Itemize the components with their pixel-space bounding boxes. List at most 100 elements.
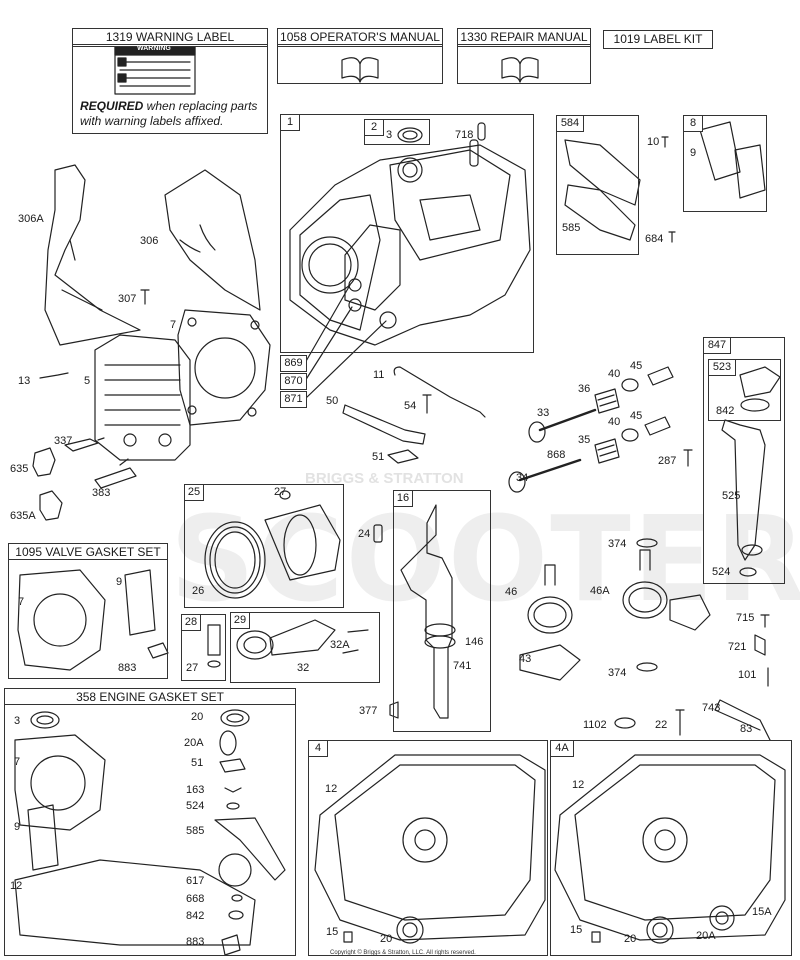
part-label: 9 bbox=[14, 821, 21, 833]
part-label: 668 bbox=[186, 893, 205, 905]
part-label: 374 bbox=[608, 667, 627, 679]
repair-manual-book-icon bbox=[501, 57, 539, 83]
box-number: 29 bbox=[230, 612, 250, 629]
box-number: 871 bbox=[280, 391, 307, 408]
box-number: 28 bbox=[181, 614, 201, 631]
watermark-logo: SCOOTER bbox=[170, 490, 800, 628]
air-deflector-306a bbox=[44, 164, 141, 346]
warning-label-header: 1319 WARNING LABEL bbox=[72, 28, 268, 47]
part-label: 306A bbox=[18, 213, 44, 225]
part-label: 743 bbox=[702, 702, 721, 714]
part-label: 883 bbox=[118, 662, 137, 674]
part-label: 20A bbox=[696, 930, 716, 942]
valve-train bbox=[508, 366, 693, 493]
part-label: 715 bbox=[736, 612, 755, 624]
part-label: 585 bbox=[562, 222, 581, 234]
part-label: 842 bbox=[716, 405, 735, 417]
connecting-rod-32 bbox=[236, 619, 369, 660]
box-number: 1 bbox=[280, 114, 300, 131]
part-label: 26 bbox=[192, 585, 205, 597]
part-label: 741 bbox=[453, 660, 472, 672]
label-kit-header: 1019 LABEL KIT bbox=[603, 30, 713, 49]
piston-assembly bbox=[204, 490, 341, 599]
watermark-brand: BRIGGS & STRATTON bbox=[305, 470, 464, 487]
part-label: 27 bbox=[186, 662, 199, 674]
operators-manual-header: 1058 OPERATOR'S MANUAL bbox=[277, 28, 443, 47]
part-label: 46 bbox=[505, 586, 518, 598]
head-gasket-7 bbox=[177, 309, 271, 426]
part-label: 35 bbox=[578, 434, 591, 446]
part-label: 684 bbox=[645, 233, 664, 245]
sump-4a-group bbox=[550, 740, 792, 956]
box-number: 869 bbox=[280, 355, 307, 372]
crankshaft-16-group bbox=[393, 490, 491, 732]
part-label: 43 bbox=[519, 653, 532, 665]
crankshaft-16 bbox=[389, 504, 456, 719]
part-label: 383 bbox=[92, 487, 111, 499]
cylinder-block-group bbox=[280, 114, 534, 353]
part-label: 101 bbox=[738, 669, 757, 681]
box-number: 25 bbox=[184, 484, 204, 501]
part-label: 24 bbox=[358, 528, 371, 540]
part-label: 7 bbox=[14, 756, 21, 768]
part-label: 83 bbox=[740, 723, 753, 735]
valve-gasket-set-header: 1095 VALVE GASKET SET bbox=[8, 543, 168, 561]
required-note-bold: REQUIRED bbox=[80, 99, 144, 113]
engine-gasket-set-panel bbox=[4, 704, 296, 956]
part-label: 12 bbox=[572, 779, 585, 791]
box-number: 16 bbox=[393, 490, 413, 507]
sump-4a bbox=[554, 754, 786, 944]
breather-tube-525 bbox=[721, 366, 781, 577]
repair-manual-panel bbox=[457, 44, 591, 84]
part-label: 11 bbox=[373, 369, 385, 381]
part-label: 20 bbox=[191, 711, 204, 723]
breather-847-group bbox=[703, 337, 785, 584]
part-label: 32 bbox=[297, 662, 310, 674]
sump-4 bbox=[314, 754, 546, 944]
part-label: 9 bbox=[690, 147, 697, 159]
part-label: 718 bbox=[455, 129, 474, 141]
part-label: 27 bbox=[274, 486, 287, 498]
required-note: REQUIRED when replacing parts with warni… bbox=[80, 99, 265, 129]
part-label: 307 bbox=[118, 293, 137, 305]
part-label: 34 bbox=[516, 472, 529, 484]
part-label: 46A bbox=[590, 585, 610, 597]
copyright-text: Copyright © Briggs & Stratton, LLC. All … bbox=[330, 950, 476, 956]
part-label: 36 bbox=[578, 383, 591, 395]
air-deflector-306 bbox=[164, 169, 261, 311]
pin-28-group bbox=[181, 614, 226, 681]
part-label: 32A bbox=[330, 639, 350, 651]
operators-manual-panel bbox=[277, 44, 443, 84]
part-label: 3 bbox=[14, 715, 21, 727]
part-label: 617 bbox=[186, 875, 205, 887]
camshaft-gear-46 bbox=[527, 564, 573, 634]
part-label: 20 bbox=[624, 933, 637, 945]
camshaft-gear-46a bbox=[622, 549, 668, 619]
part-label: 10 bbox=[647, 136, 660, 148]
part-label: 40 bbox=[608, 416, 621, 428]
required-note-text: when replacing parts with warning labels… bbox=[80, 99, 258, 128]
part-label: 7 bbox=[18, 596, 25, 608]
part-label: 842 bbox=[186, 910, 205, 922]
part-label: 287 bbox=[658, 455, 677, 467]
part-label: 5 bbox=[84, 375, 91, 387]
part-label: 13 bbox=[18, 375, 31, 387]
part-label: 146 bbox=[465, 636, 484, 648]
operators-manual-book-icon bbox=[341, 57, 379, 83]
rod-29-group bbox=[230, 612, 380, 683]
part-label: 12 bbox=[10, 880, 23, 892]
part-label: 883 bbox=[186, 936, 205, 948]
part-label: 635 bbox=[10, 463, 29, 475]
o-ring-icon bbox=[397, 127, 423, 143]
part-label: 1102 bbox=[583, 719, 607, 731]
part-label: 12 bbox=[325, 783, 338, 795]
part-label: 374 bbox=[608, 538, 627, 550]
sump-4-group bbox=[308, 740, 548, 956]
box-number: 870 bbox=[280, 373, 307, 390]
part-label: 635A bbox=[10, 510, 36, 522]
box-number: 4 bbox=[308, 740, 328, 757]
part-label: 337 bbox=[54, 435, 73, 447]
piston-25-group bbox=[184, 484, 344, 608]
cylinder-head-5 bbox=[94, 334, 191, 461]
